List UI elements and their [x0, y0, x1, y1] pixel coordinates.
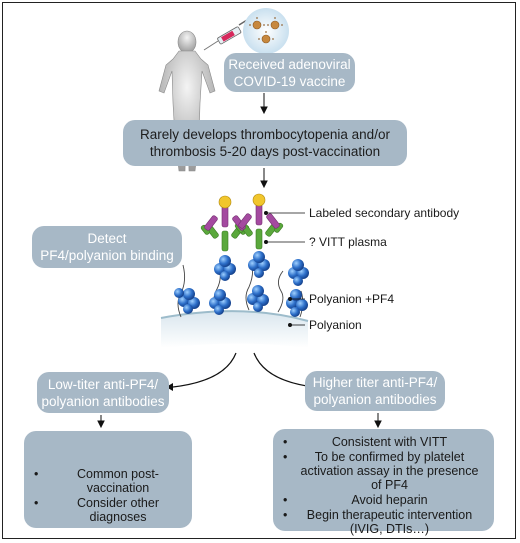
high-result-item: Consistent with VITT	[283, 435, 483, 449]
high-result-item: To be confirmed by platelet activation a…	[283, 450, 483, 492]
low-result-item: Common post-vaccination	[34, 467, 189, 495]
high-result-list: Consistent with VITT To be confirmed by …	[283, 435, 483, 537]
label-polyanion: Polyanion	[309, 318, 362, 332]
detect-line-2: PF4/polyanion binding	[40, 248, 174, 263]
secondary-label-beads	[218, 193, 266, 209]
vaccine-line-1: Received adenoviral	[228, 56, 351, 72]
vaccine-box: Received adenoviral COVID-19 vaccine	[224, 53, 355, 92]
high-result-item: Avoid heparin	[283, 493, 483, 507]
vaccine-line-2: COVID-19 vaccine	[233, 73, 346, 89]
low-result-list: Common post-vaccination Consider other d…	[34, 467, 189, 525]
polyanion-strands	[177, 260, 304, 318]
label-vitt-plasma: ? VITT plasma	[309, 235, 387, 249]
split-arrows	[172, 352, 315, 388]
high-titer-line-1: Higher titer anti-PF4/	[312, 375, 438, 390]
symptom-line-1: Rarely develops thrombocytopenia and/or	[140, 127, 390, 142]
low-result-item: Consider other diagnoses	[34, 496, 189, 524]
diagram-graphics	[97, 8, 382, 429]
secondary-antibodies	[204, 202, 280, 231]
label-pointers	[263, 210, 305, 327]
low-result-box: Common post-vaccination Consider other d…	[24, 431, 192, 528]
low-titer-line-1: Low-titer anti-PF4/	[47, 376, 159, 392]
polyanion-surface	[160, 310, 309, 348]
high-titer-box: Higher titer anti-PF4/ polyanion antibod…	[305, 371, 445, 411]
high-titer-line-2: polyanion antibodies	[313, 392, 437, 407]
label-secondary-antibody: Labeled secondary antibody	[309, 206, 460, 220]
detect-line-1: Detect	[87, 231, 127, 246]
high-result-box: Consistent with VITT To be confirmed by …	[273, 429, 494, 536]
detect-box: Detect PF4/polyanion binding	[32, 226, 182, 268]
symptom-box: Rarely develops thrombocytopenia and/or …	[123, 120, 407, 166]
label-polyanion-pf4: Polyanion +PF4	[309, 292, 395, 306]
syringe-icon	[203, 19, 248, 51]
symptom-line-2: thrombosis 5-20 days post-vaccination	[149, 144, 381, 159]
flow-arrows	[97, 93, 382, 429]
diagram-frame: Received adenoviral COVID-19 vaccine Rar…	[2, 2, 516, 539]
pf4-clusters	[174, 251, 309, 317]
virus-icon	[243, 8, 289, 54]
low-titer-box: Low-titer anti-PF4/ polyanion antibodies	[37, 372, 169, 413]
low-titer-line-2: polyanion antibodies	[41, 393, 165, 409]
high-result-item: Begin therapeutic intervention (IVIG, DT…	[283, 508, 483, 536]
